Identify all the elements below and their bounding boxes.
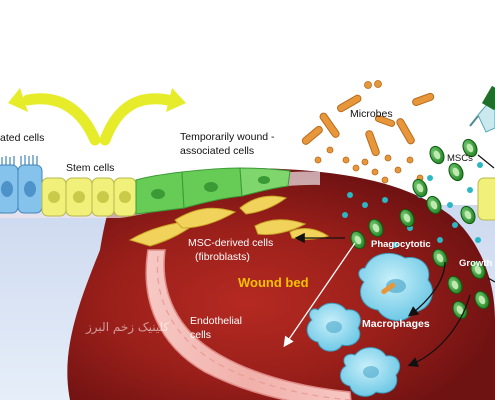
label-endothelial-1: Endothelial xyxy=(190,315,242,327)
epithelial-cells-blue xyxy=(0,155,43,214)
temporary-wound-cells-green xyxy=(135,167,291,215)
right-skin-cell xyxy=(477,177,495,221)
blood-vessel xyxy=(145,249,352,400)
label-endothelial-2: cells xyxy=(190,329,212,341)
label-msc-derived-1: MSC-derived cells xyxy=(188,237,274,249)
label-mscs: MSCs xyxy=(447,153,473,164)
label-wound-bed: Wound bed xyxy=(238,275,309,290)
label-microbes: Microbes xyxy=(350,108,393,120)
label-phagocytotic: Phagocytotic xyxy=(371,239,431,250)
process-arrows xyxy=(283,154,495,367)
label-msc-derived-2: (fibroblasts) xyxy=(195,251,250,263)
macrophage-cells xyxy=(306,252,433,397)
arrow-left-yellow xyxy=(22,93,101,146)
watermark-text: کلینیک زخم البرز xyxy=(86,320,170,334)
msc-cells xyxy=(350,138,490,320)
label-growth: Growth xyxy=(459,258,493,269)
label-truncated-cells: ated cells xyxy=(0,132,45,144)
arrow-right-yellow-head xyxy=(166,88,186,112)
label-macrophages: Macrophages xyxy=(362,318,430,330)
label-temporarily-wound-2: associated cells xyxy=(180,145,255,157)
stem-cells-yellow xyxy=(41,177,137,217)
syringe-icon xyxy=(469,85,495,133)
microbes xyxy=(301,92,435,157)
label-temporarily-wound-1: Temporarily wound - xyxy=(180,131,275,143)
arrow-left-yellow-head xyxy=(8,88,28,112)
label-stem-cells: Stem cells xyxy=(66,162,115,174)
arrow-right-yellow xyxy=(99,93,174,146)
